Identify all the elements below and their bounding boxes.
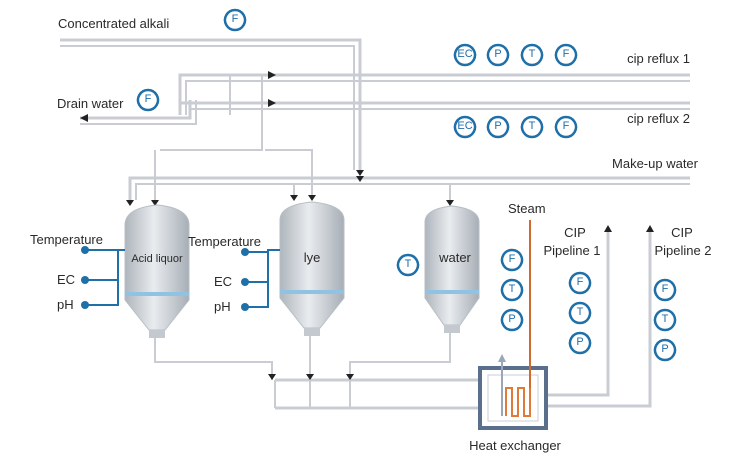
pipe-network (60, 38, 690, 410)
cip-pipeline-2-label-line1: CIP (671, 225, 693, 240)
steam-pressure-icon: P (500, 308, 524, 332)
flow-arrows (80, 71, 654, 380)
svg-text:P: P (576, 336, 583, 348)
concentrated-alkali-label: Concentrated alkali (58, 16, 169, 31)
lye-tank-label: lye (304, 250, 321, 265)
svg-text:F: F (662, 283, 669, 295)
steam-label: Steam (508, 201, 546, 216)
acid-tank-sensors: Temperature EC pH (30, 232, 125, 312)
pipeline-2-pressure-icon: P (653, 338, 677, 362)
flow-meter-drain-icon: F (136, 88, 160, 112)
drain-water-label: Drain water (57, 96, 124, 111)
acid-ec-label: EC (57, 272, 75, 287)
heat-exchanger-label: Heat exchanger (469, 438, 561, 453)
svg-text:P: P (494, 48, 501, 60)
pipeline-1-temperature-icon: T (568, 301, 592, 325)
reflux-2-temperature-icon: T (520, 115, 544, 139)
water-tank-label: water (438, 250, 471, 265)
reflux-2-pressure-icon: P (486, 115, 510, 139)
lye-ph-label: pH (214, 299, 231, 314)
reflux-1-ec-icon: EC (453, 43, 477, 67)
reflux-2-flow-icon: F (554, 115, 578, 139)
cip-pipeline-2-label-line2: Pipeline 2 (654, 243, 711, 258)
svg-text:EC: EC (457, 48, 472, 60)
svg-text:P: P (661, 343, 668, 355)
pipeline-2-temperature-icon: T (653, 308, 677, 332)
reflux-1-flow-icon: F (554, 43, 578, 67)
steam-temperature-icon: T (500, 278, 524, 302)
acid-ph-label: pH (57, 297, 74, 312)
svg-text:F: F (232, 13, 239, 25)
lye-ec-label: EC (214, 274, 232, 289)
acid-tank-label: Acid liquor (131, 253, 183, 265)
cip-pipeline-1-label-line1: CIP (564, 225, 586, 240)
pipeline-1-pressure-icon: P (568, 331, 592, 355)
reflux-2-ec-icon: EC (453, 115, 477, 139)
svg-text:T: T (577, 306, 584, 318)
acid-temperature-label: Temperature (30, 232, 103, 247)
svg-text:P: P (508, 313, 515, 325)
svg-text:F: F (563, 48, 570, 60)
svg-text:F: F (563, 120, 570, 132)
svg-text:EC: EC (457, 120, 472, 132)
svg-text:F: F (509, 253, 516, 265)
svg-text:F: F (577, 276, 584, 288)
svg-text:T: T (529, 48, 536, 60)
steam-flow-icon: F (500, 248, 524, 272)
svg-text:T: T (662, 313, 669, 325)
flow-meter-alkali-icon: F (223, 8, 247, 32)
makeup-water-label: Make-up water (612, 156, 699, 171)
water-tank: water (424, 205, 480, 333)
cip-reflux-2-label: cip reflux 2 (627, 111, 690, 126)
heat-exchanger: Heat exchanger (469, 354, 562, 453)
svg-text:T: T (509, 283, 516, 295)
pipeline-2-flow-icon: F (653, 278, 677, 302)
svg-text:T: T (529, 120, 536, 132)
cip-pipeline-1-label-line2: Pipeline 1 (543, 243, 600, 258)
lye-tank-sensors: Temperature EC pH (188, 234, 280, 314)
lye-temperature-label: Temperature (188, 234, 261, 249)
reflux-1-pressure-icon: P (486, 43, 510, 67)
pipeline-1-flow-icon: F (568, 271, 592, 295)
cip-reflux-1-label: cip reflux 1 (627, 51, 690, 66)
svg-text:T: T (405, 258, 412, 270)
svg-text:P: P (494, 120, 501, 132)
lye-tank: lye (279, 201, 345, 336)
reflux-1-temperature-icon: T (520, 43, 544, 67)
acid-liquor-tank: Acid liquor (124, 204, 190, 338)
water-tank-temperature-icon: T (396, 253, 420, 277)
svg-text:F: F (145, 93, 152, 105)
